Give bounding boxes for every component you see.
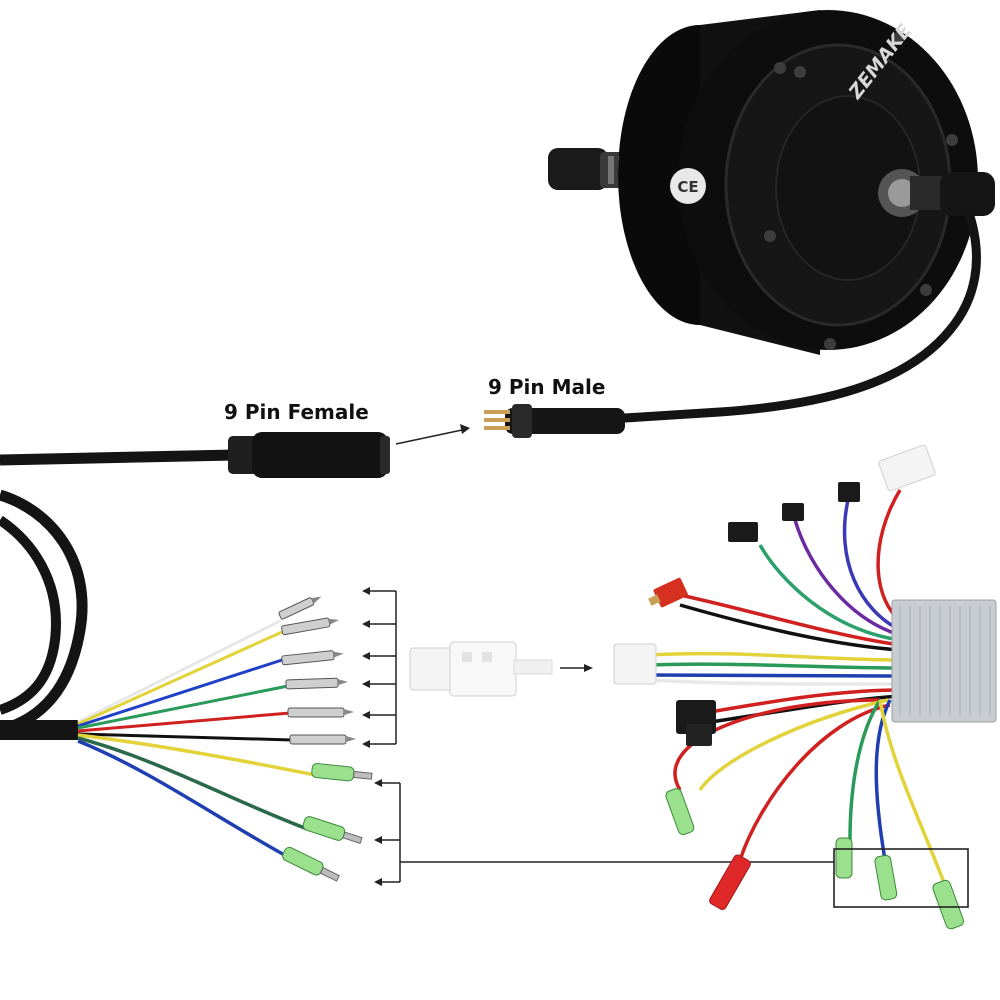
hall-plug-arrow <box>560 664 593 672</box>
motor-shaft <box>878 169 995 217</box>
motor-screws <box>764 32 958 350</box>
controller-wires <box>649 489 947 886</box>
male-pins <box>484 410 510 430</box>
controller-connectors <box>613 444 936 746</box>
hall-terminals <box>278 596 356 745</box>
motor-cable <box>620 205 981 423</box>
controller-terminals <box>665 788 964 930</box>
phase-bracket <box>374 779 834 886</box>
hub-motor: ZEMAKE CE <box>548 10 995 355</box>
ce-mark-text: CE <box>677 178 698 196</box>
label-9-pin-male: 9 Pin Male <box>488 375 606 399</box>
phase-terminals <box>282 763 373 882</box>
main-cable <box>0 449 236 740</box>
male-connector <box>484 404 625 438</box>
phase-wire-fan <box>77 733 321 860</box>
controller-box <box>891 599 997 723</box>
connector-mating-arrow <box>395 424 470 445</box>
hall-plug-male <box>409 641 553 697</box>
hall-bracket <box>362 587 397 748</box>
ce-mark-icon <box>670 168 706 204</box>
label-9-pin-female: 9 Pin Female <box>224 400 369 424</box>
hall-wire-fan <box>77 618 293 742</box>
female-connector <box>228 432 390 478</box>
phase-terminal-highlight-box <box>833 848 969 908</box>
motor-left-axle <box>548 148 630 190</box>
